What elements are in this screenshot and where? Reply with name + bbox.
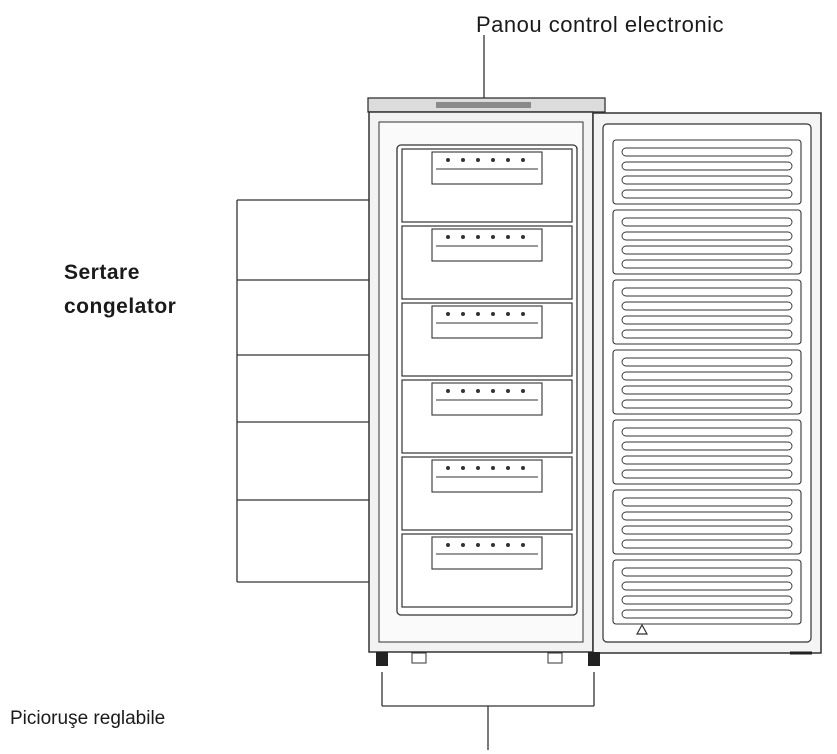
drawer-handle-dot — [491, 543, 495, 547]
door-shelf-rail — [621, 595, 793, 605]
drawer — [401, 456, 573, 531]
door-shelf-rail — [621, 385, 793, 395]
door-shelf-rail — [621, 245, 793, 255]
door-shelf-rail — [621, 567, 793, 577]
door-shelf — [612, 489, 802, 555]
door-shelf — [612, 559, 802, 625]
door-shelf-rail — [621, 231, 793, 241]
door-shelf-rail — [621, 469, 793, 479]
control-panel-label: Panou control electronic — [476, 12, 725, 37]
door-shelf-rail — [621, 371, 793, 381]
drawer-handle-dot — [446, 389, 450, 393]
drawer-handle-dot — [461, 466, 465, 470]
drawer-handle-dot — [506, 312, 510, 316]
drawer-handle-dot — [521, 312, 525, 316]
freezer-drawers-label: Sertare congelator — [64, 256, 176, 324]
drawer — [401, 148, 573, 223]
foot-left — [376, 652, 388, 666]
drawer-handle-dot — [461, 158, 465, 162]
door-shelf-rail — [621, 427, 793, 437]
freezer-drawers-label-line1: Sertare — [64, 261, 140, 284]
door-shelf-rail — [621, 189, 793, 199]
drawer-handle-dot — [476, 466, 480, 470]
door-shelf-rail — [621, 455, 793, 465]
door-shelf — [612, 279, 802, 345]
door-shelf-rail — [621, 259, 793, 269]
drawer-handle-dot — [461, 312, 465, 316]
drawer-handle-dot — [446, 466, 450, 470]
drawer-handle-dot — [521, 235, 525, 239]
door-shelf — [612, 419, 802, 485]
drawer-handle-dot — [446, 543, 450, 547]
drawer — [401, 225, 573, 300]
drawer-handle-dot — [446, 158, 450, 162]
drawer-handle-dot — [461, 543, 465, 547]
door-triangle-mark — [635, 623, 649, 635]
drawer-handle-dot — [521, 543, 525, 547]
door-shelf-rail — [621, 175, 793, 185]
drawer-handle-dot — [491, 312, 495, 316]
door-shelf-rail — [621, 329, 793, 339]
door-shelf-rail — [621, 161, 793, 171]
door-shelf-rail — [621, 399, 793, 409]
control-panel-display — [436, 102, 531, 108]
drawer-handle-dot — [476, 158, 480, 162]
roller-right — [547, 652, 563, 664]
adjustable-feet — [376, 651, 812, 666]
freezer-drawers-label-line2: congelator — [64, 295, 177, 318]
drawer-handle-dot — [476, 235, 480, 239]
drawer-handle-dot — [491, 466, 495, 470]
drawer-handle-dot — [476, 543, 480, 547]
drawer-handle — [431, 536, 543, 570]
freezer-door — [592, 112, 822, 654]
door-shelf-rail — [621, 315, 793, 325]
drawer-handle-dot — [461, 389, 465, 393]
drawer-handle — [431, 382, 543, 416]
roller-left — [411, 652, 427, 664]
freezer-drawers — [401, 148, 573, 608]
drawer — [401, 533, 573, 608]
door-shelf-rail — [621, 497, 793, 507]
drawer-handle-dot — [476, 389, 480, 393]
door-shelf-rail — [621, 147, 793, 157]
drawer-handle-dot — [521, 466, 525, 470]
drawer-handle-dot — [506, 389, 510, 393]
drawer — [401, 379, 573, 454]
foot-right — [588, 652, 600, 666]
drawer-handle — [431, 228, 543, 262]
drawer-handle-dot — [506, 235, 510, 239]
drawer-handle-dot — [521, 158, 525, 162]
drawer-handle-dot — [446, 235, 450, 239]
door-shelf-rail — [621, 287, 793, 297]
drawer-handle-dot — [491, 235, 495, 239]
door-shelf-rail — [621, 301, 793, 311]
drawer-handle-dot — [506, 158, 510, 162]
drawer-handle-dot — [476, 312, 480, 316]
door-shelf — [612, 349, 802, 415]
drawer — [401, 302, 573, 377]
door-shelf-rail — [621, 511, 793, 521]
drawer-handle-dot — [506, 543, 510, 547]
door-shelf-rail — [621, 539, 793, 549]
adjustable-feet-label: Picioruşe reglabile — [10, 708, 166, 729]
door-shelf — [612, 209, 802, 275]
drawer-handle-dot — [521, 389, 525, 393]
drawer-handle-dot — [491, 389, 495, 393]
drawer-handle-dot — [491, 158, 495, 162]
drawer-handle-dot — [446, 312, 450, 316]
drawer-handle — [431, 459, 543, 493]
drawer-handle-dot — [506, 466, 510, 470]
drawer-handle-dot — [461, 235, 465, 239]
drawer-handle — [431, 151, 543, 185]
drawer-handle — [431, 305, 543, 339]
door-shelf — [612, 139, 802, 205]
door-shelf-rail — [621, 217, 793, 227]
door-shelf-rail — [621, 609, 793, 619]
door-shelf-rail — [621, 441, 793, 451]
door-shelf-rail — [621, 581, 793, 591]
door-shelf-rail — [621, 525, 793, 535]
door-shelf-rail — [621, 357, 793, 367]
